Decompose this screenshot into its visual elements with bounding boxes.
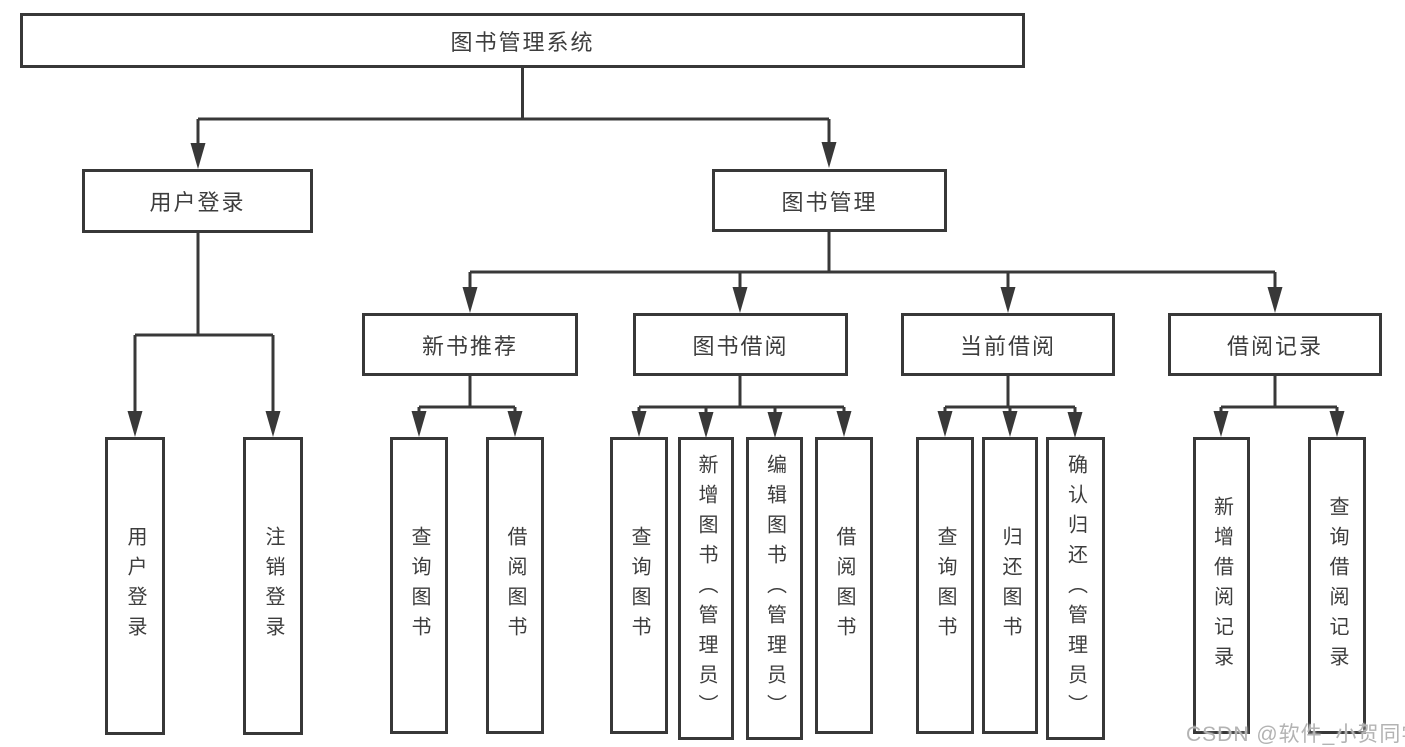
branch-user-login: 用户登录 [82,169,313,233]
connector-borrowing-records [1219,376,1339,414]
root-node: 图书管理系统 [20,13,1025,68]
leaf-confirm-return-admin: 确认归还（管理员） [1046,437,1105,740]
connector-user-login [133,233,275,412]
group-borrowing-records: 借阅记录 [1168,313,1382,376]
leaf-add-borrow-record: 新增借阅记录 [1193,437,1250,734]
branch-book-management: 图书管理 [712,169,947,232]
leaf-query-books-recommend: 查询图书 [390,437,448,734]
connector-book-management [468,232,1277,289]
arrowheads [127,142,1345,438]
leaf-borrow-books-borrowing: 借阅图书 [815,437,873,734]
group-new-book-recommend: 新书推荐 [362,313,578,376]
group-book-borrowing: 图书借阅 [633,313,848,376]
leaf-query-books-current: 查询图书 [916,437,974,734]
group-current-borrowing: 当前借阅 [901,313,1115,376]
connector-root [196,68,831,146]
leaf-query-books-borrowing: 查询图书 [610,437,668,734]
leaf-add-books-admin: 新增图书（管理员） [678,437,734,740]
leaf-borrow-books-recommend: 借阅图书 [486,437,544,734]
leaf-logout: 注销登录 [243,437,303,735]
leaf-return-books: 归还图书 [982,437,1038,734]
connector-book-borrowing [637,376,846,415]
leaf-user-login: 用户登录 [105,437,165,735]
leaf-query-borrow-record: 查询借阅记录 [1308,437,1366,734]
connector-new-book-recommend [417,376,517,414]
leaf-edit-books-admin: 编辑图书（管理员） [746,437,803,740]
watermark-text: CSDN @软件_小贺同学 [1186,723,1405,746]
connector-current-borrowing [943,376,1077,415]
